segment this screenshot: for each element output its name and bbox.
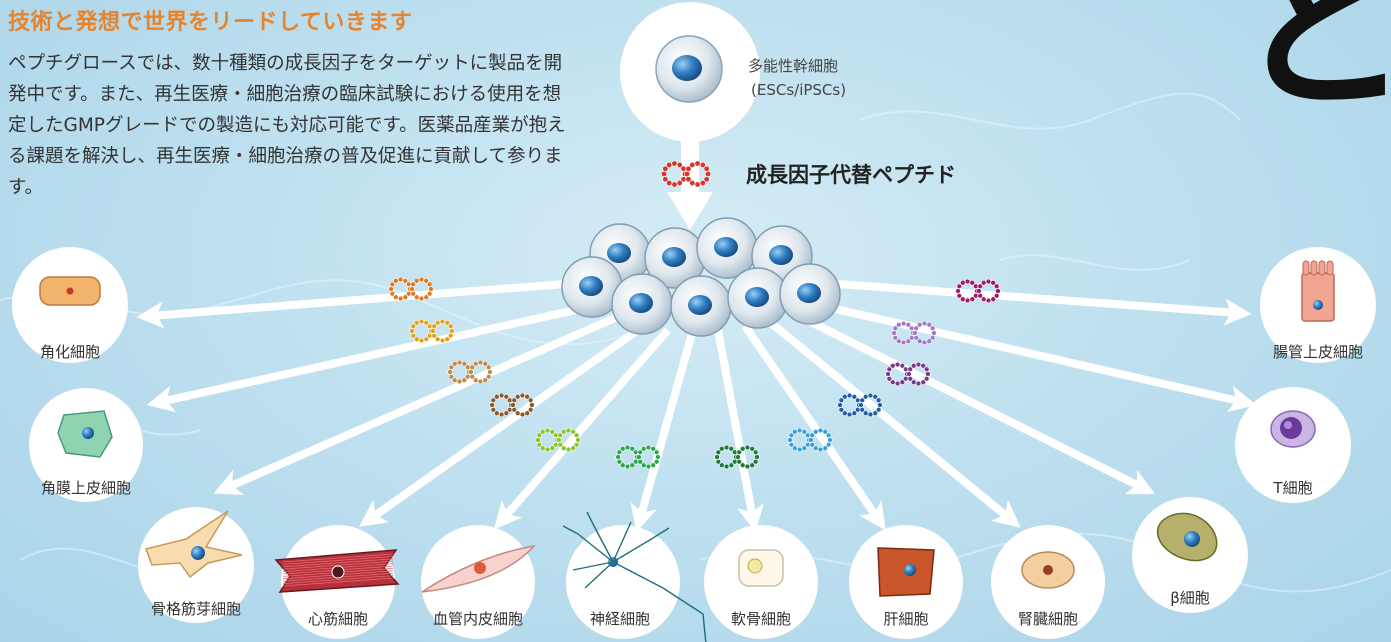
stem-cell-label: 多能性幹細胞 (748, 57, 838, 75)
target-cell-cartilage: 軟骨細胞 (704, 525, 818, 639)
decorative-character: と (1235, 0, 1391, 134)
peptide-hepatocyte (787, 427, 833, 453)
target-cell-neuron: 神経細胞 (562, 511, 707, 642)
target-cell-circle (566, 525, 680, 639)
arrow-hepatocyte (741, 323, 886, 531)
stem-cell-sublabel: (ESCs/iPSCs) (751, 81, 846, 99)
target-cell-label: 軟骨細胞 (731, 610, 791, 628)
cluster-cell (727, 267, 789, 329)
peptide-label: 成長因子代替ペプチド (746, 163, 956, 187)
arrow-intestinal (809, 278, 1252, 326)
target-cell-label: 腸管上皮細胞 (1273, 343, 1363, 361)
hepatocyte-icon (877, 547, 935, 597)
headline: 技術と発想で世界をリードしていきます (8, 10, 413, 35)
intestinal-epithelial-icon (1301, 260, 1335, 322)
target-cell-intestinal: 腸管上皮細胞 (1260, 247, 1376, 363)
arrow-neuron (630, 328, 697, 533)
peptide-cardiac (489, 392, 535, 418)
arrow-cartilage (714, 329, 764, 533)
target-cell-label: 腎臓細胞 (1018, 610, 1078, 628)
myoblast-icon (145, 510, 243, 579)
keratinocyte-icon (39, 276, 101, 306)
target-cell-label: 肝細胞 (883, 610, 928, 628)
target-cell-kidney: 腎臓細胞 (991, 525, 1105, 639)
target-cell-keratinocyte: 角化細胞 (12, 247, 128, 363)
target-cell-label: 骨格筋芽細胞 (151, 600, 241, 618)
peptide-neuron (615, 444, 661, 470)
corneal-epithelial-icon (57, 410, 113, 458)
beta-cell-icon (1156, 512, 1218, 562)
target-cell-label: T細胞 (1272, 479, 1312, 497)
cluster-cell (644, 227, 706, 289)
arrow-beta (793, 310, 1156, 495)
target-cell-label: 角化細胞 (40, 343, 100, 361)
arrow-skeletal (213, 314, 617, 496)
peptide-header-icon (660, 160, 712, 188)
cluster-cell (670, 275, 732, 337)
peptide-tcell (891, 320, 937, 346)
peptide-keratinocyte (388, 276, 434, 302)
target-cell-beta: β細胞 (1132, 497, 1248, 613)
arrow-kidney (767, 318, 1021, 528)
kidney-cell-icon (1021, 551, 1075, 589)
target-cell-endothelial: 血管内皮細胞 (421, 525, 536, 639)
cell-cluster (561, 217, 841, 337)
arrows (136, 278, 1257, 533)
target-cell-label: 角膜上皮細胞 (41, 479, 131, 497)
peptide-skeletal (447, 359, 493, 385)
cluster-cell (779, 263, 841, 325)
target-cell-hepatocyte: 肝細胞 (849, 525, 963, 639)
target-cell-skeletal: 骨格筋芽細胞 (138, 507, 254, 623)
description: ペプチグロースでは、数十種類の成長因子をターゲットに製品を開発中です。また、再生… (8, 53, 566, 198)
peptide-beta (885, 361, 931, 387)
arrow-endothelial (494, 327, 672, 530)
peptides (388, 276, 1001, 470)
stem-cell-node: 多能性幹細胞 (ESCs/iPSCs) (620, 2, 846, 142)
arrow-cardiac (358, 321, 648, 527)
cluster-cell (611, 273, 673, 335)
cardiomyocyte-icon (274, 549, 400, 593)
peptide-intestinal (955, 278, 1001, 304)
target-cell-corneal: 角膜上皮細胞 (29, 388, 143, 502)
peptide-kidney (837, 392, 883, 418)
arrow-corneal (146, 301, 599, 413)
peptide-corneal (409, 318, 455, 344)
target-cell-label: 心筋細胞 (308, 610, 368, 628)
neuron-icon (562, 511, 707, 642)
target-cell-label: β細胞 (1170, 589, 1210, 607)
t-cell-icon (1270, 410, 1316, 448)
target-cell-label: 神経細胞 (590, 610, 650, 628)
peptide-endothelial (535, 427, 581, 453)
peptide-legend (660, 160, 712, 188)
target-cell-tcell: T細胞 (1235, 387, 1351, 503)
target-cell-cardiac: 心筋細胞 (274, 525, 400, 639)
chondrocyte-icon (738, 549, 784, 587)
arrow-keratinocyte (136, 278, 591, 329)
arrow-tcell (804, 298, 1257, 413)
cluster-cell (561, 256, 623, 318)
target-cell-label: 血管内皮細胞 (433, 610, 523, 628)
endothelial-icon (421, 544, 536, 593)
peptide-cartilage (714, 444, 760, 470)
